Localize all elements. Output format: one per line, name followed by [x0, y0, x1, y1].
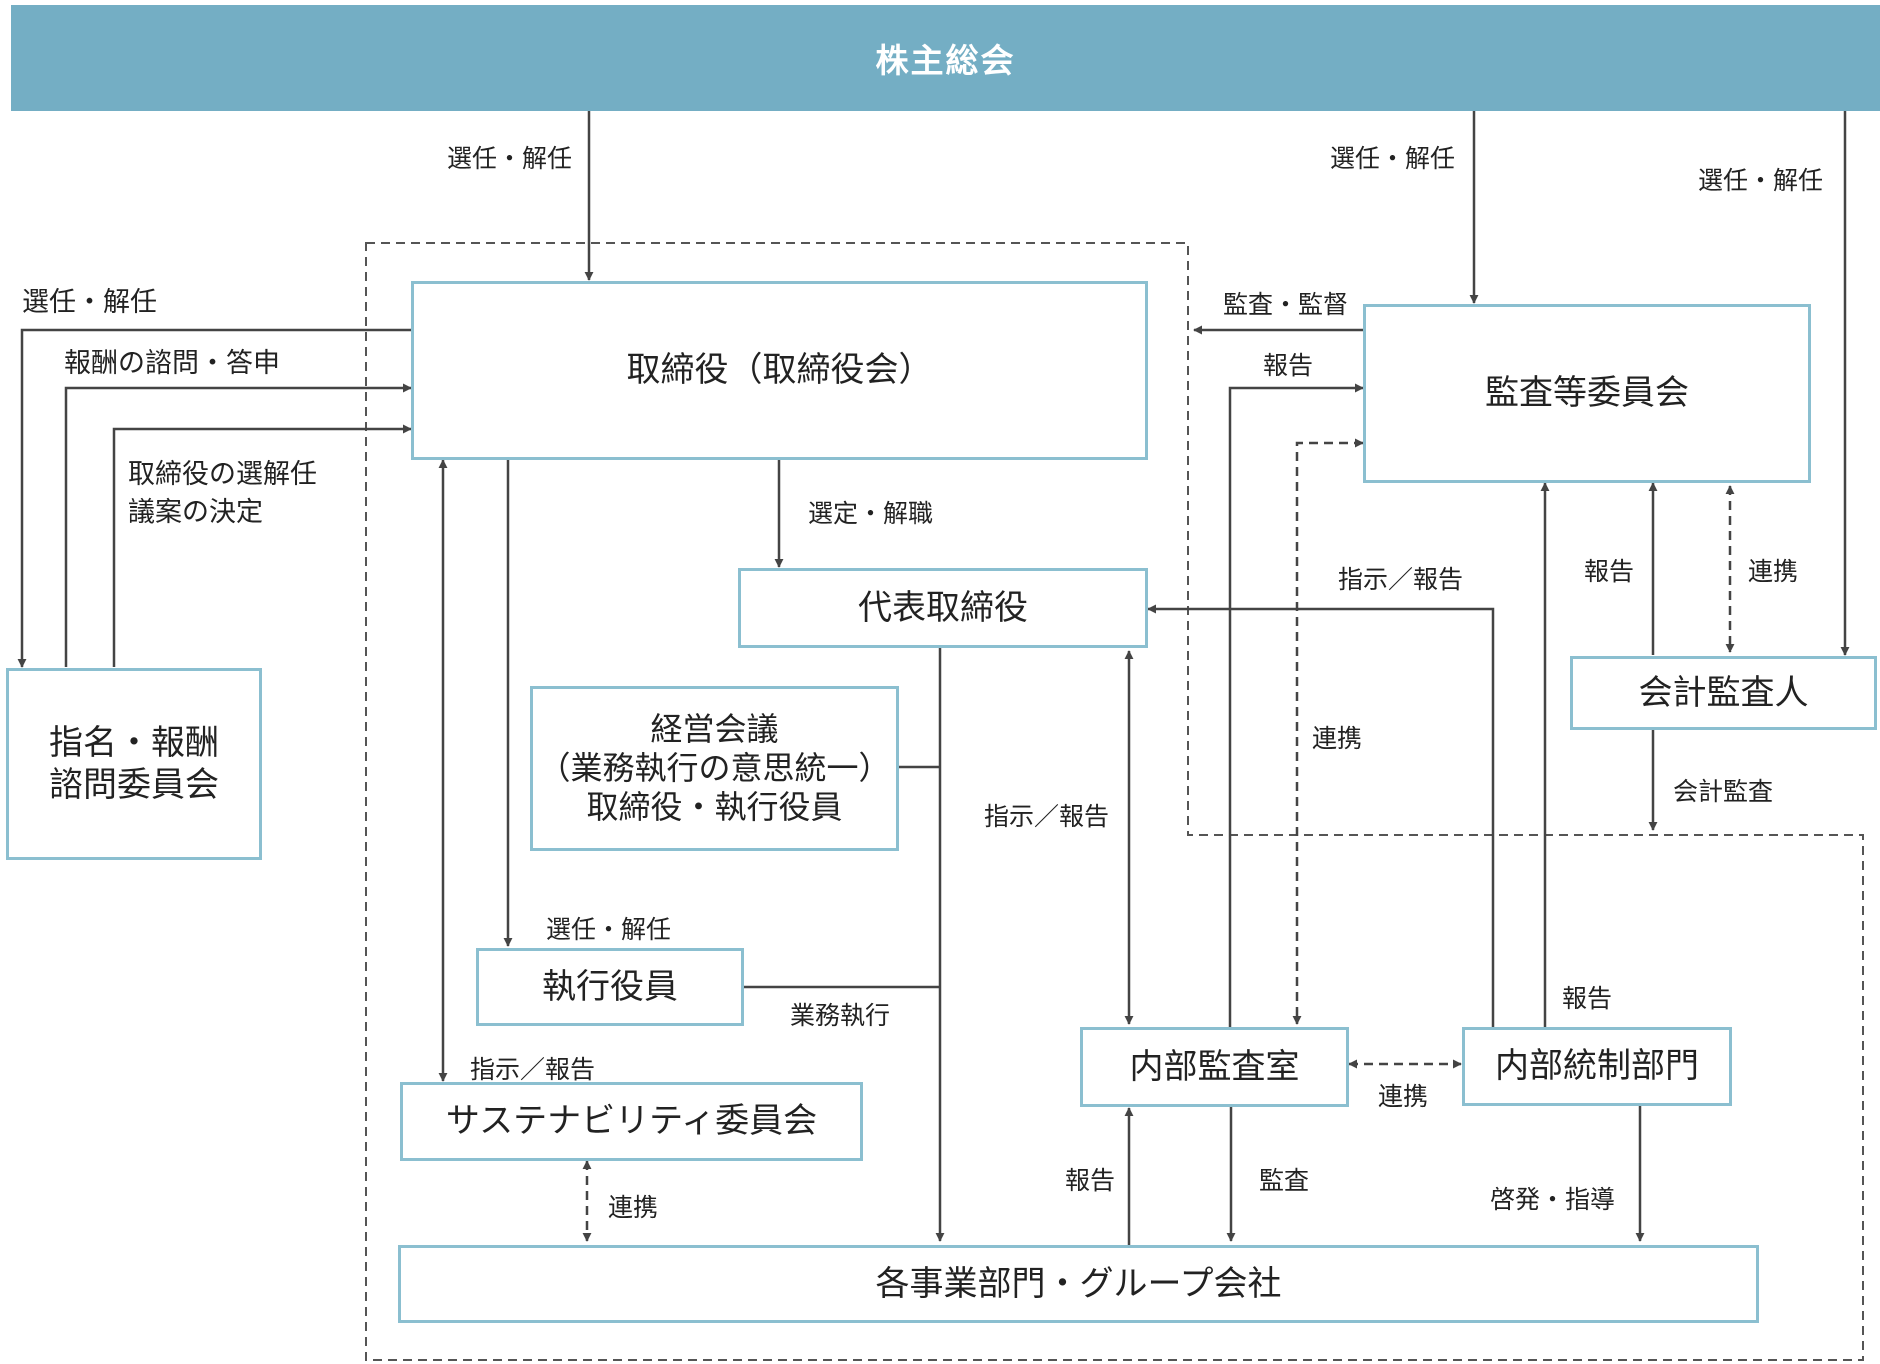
accounting-auditor-label: 会計監査人: [1638, 672, 1809, 713]
management-meeting-line3: 取締役・執行役員: [586, 788, 843, 827]
accounting-auditor-box: 会計監査人: [1570, 656, 1877, 730]
sustainability-committee-label: サステナビリティ委員会: [445, 1101, 818, 1142]
board-of-directors-box: 取締役（取締役会）: [411, 281, 1148, 460]
label-appoint-accounting: 選任・解任: [1698, 166, 1824, 195]
nomination-committee-line2: 諮問委員会: [49, 765, 219, 805]
label-instruct-report-rep: 指示／報告: [984, 802, 1110, 831]
internal-control-dept-label: 内部統制部門: [1495, 1046, 1699, 1087]
internal-audit-office-box: 内部監査室: [1080, 1027, 1349, 1107]
audit-committee-box: 監査等委員会: [1363, 304, 1811, 483]
nomination-committee-line1: 指名・報酬: [49, 722, 219, 763]
label-guidance: 啓発・指導: [1490, 1185, 1616, 1214]
label-coop-internal-audit: 連携: [1312, 724, 1363, 753]
label-business-exec: 業務執行: [790, 1001, 891, 1030]
shareholders-meeting-header: 株主総会: [11, 5, 1880, 111]
board-of-directors-label: 取締役（取締役会）: [626, 350, 933, 391]
label-select-dismiss: 選定・解職: [808, 499, 934, 528]
management-meeting-line1: 経営会議: [650, 709, 779, 748]
label-instruct-report-sust: 指示／報告: [470, 1055, 596, 1084]
management-meeting-line2: （業務執行の意思統一）: [538, 748, 891, 787]
label-director-proposal-2: 議案の決定: [128, 497, 263, 528]
label-audit-supervise: 監査・監督: [1223, 290, 1349, 319]
label-coop-accounting: 連携: [1748, 557, 1799, 586]
label-accounting-audit: 会計監査: [1673, 777, 1774, 806]
label-appoint-nomination: 選任・解任: [22, 287, 157, 318]
representative-director-box: 代表取締役: [738, 568, 1148, 648]
label-instruct-report-control: 指示／報告: [1338, 565, 1464, 594]
representative-director-label: 代表取締役: [858, 587, 1028, 628]
label-remuneration-consult: 報酬の諮問・答申: [64, 348, 280, 379]
executive-officers-box: 執行役員: [476, 948, 744, 1026]
management-meeting-box: 経営会議 （業務執行の意思統一） 取締役・執行役員: [530, 686, 899, 851]
internal-audit-office-label: 内部監査室: [1129, 1046, 1300, 1087]
label-appoint-board: 選任・解任: [447, 144, 573, 173]
label-appoint-audit: 選任・解任: [1330, 144, 1456, 173]
business-units-label: 各事業部門・グループ会社: [875, 1263, 1282, 1304]
label-report-bu: 報告: [1065, 1166, 1116, 1195]
label-report-control-up: 報告: [1562, 984, 1613, 1013]
nomination-committee-box: 指名・報酬 諮問委員会: [6, 668, 262, 860]
label-report-accounting: 報告: [1584, 557, 1635, 586]
label-appoint-exec: 選任・解任: [546, 915, 672, 944]
business-units-box: 各事業部門・グループ会社: [398, 1245, 1759, 1323]
label-report-to-audit: 報告: [1263, 351, 1314, 380]
label-coop-sust: 連携: [608, 1193, 659, 1222]
executive-officers-label: 執行役員: [542, 966, 678, 1007]
label-director-proposal-1: 取締役の選解任: [128, 459, 317, 490]
sustainability-committee-box: サステナビリティ委員会: [400, 1082, 863, 1161]
internal-control-dept-box: 内部統制部門: [1462, 1027, 1732, 1106]
label-coop-audit-control: 連携: [1378, 1082, 1429, 1111]
audit-committee-label: 監査等委員会: [1485, 373, 1689, 414]
label-audit-bu: 監査: [1259, 1166, 1310, 1195]
